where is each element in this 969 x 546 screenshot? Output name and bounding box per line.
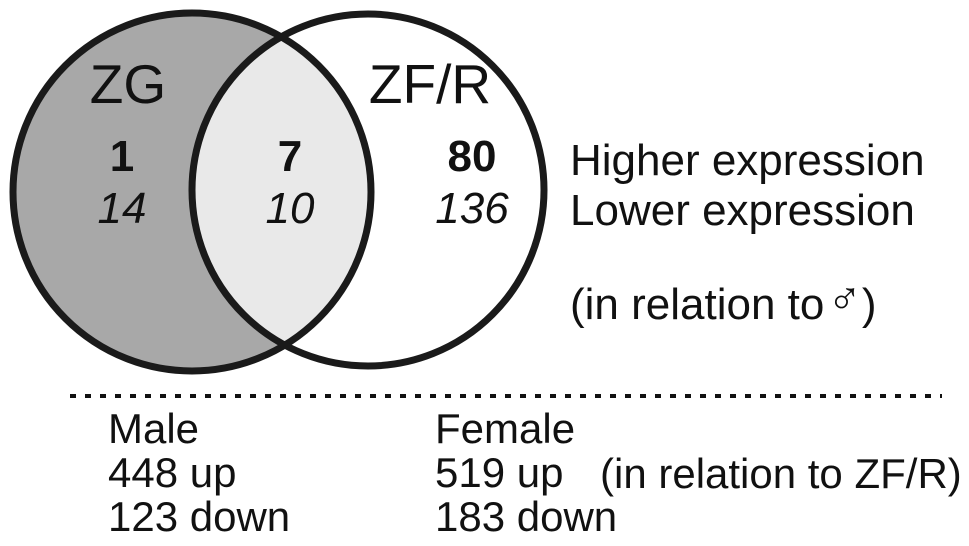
zg-only-counts: 1 14 xyxy=(98,131,147,235)
expression-legend: Higher expression Lower expression xyxy=(570,136,925,236)
zfr-circle-outline xyxy=(188,10,548,370)
relation-note-zfr: (in relation to ZF/R) xyxy=(600,450,962,497)
zg-set-label: ZG xyxy=(89,53,167,115)
relation-note-male: (in relation to♂) xyxy=(570,273,877,329)
zg-lower-count: 14 xyxy=(97,184,147,233)
male-symbol-icon: ♂ xyxy=(827,272,862,324)
zfr-only-counts: 80 136 xyxy=(435,131,508,235)
male-down-count: 123 down xyxy=(108,493,291,540)
zfr-set-label: ZF/R xyxy=(368,53,492,115)
female-down-count: 183 down xyxy=(435,493,618,540)
lower-expression-label: Lower expression xyxy=(570,186,915,235)
female-stats: Female 519 up 183 down xyxy=(435,407,617,539)
overlap-higher-count: 7 xyxy=(277,132,303,181)
male-up-count: 448 up xyxy=(108,449,237,496)
female-up-count: 519 up xyxy=(435,449,564,496)
venn-diagram xyxy=(9,9,548,375)
overlap-counts: 7 10 xyxy=(266,131,315,235)
male-title: Male xyxy=(108,405,200,452)
male-stats: Male 448 up 123 down xyxy=(108,407,290,539)
dotted-separator xyxy=(70,394,942,398)
zg-circle-outline xyxy=(9,9,375,375)
relation-note-suffix: ) xyxy=(861,280,877,329)
zfr-higher-count: 80 xyxy=(447,132,497,181)
female-title: Female xyxy=(435,405,576,452)
zg-higher-count: 1 xyxy=(109,132,135,181)
relation-note-prefix: (in relation to xyxy=(570,280,825,329)
higher-expression-label: Higher expression xyxy=(570,136,925,185)
zfr-lower-count: 136 xyxy=(435,184,509,233)
overlap-lower-count: 10 xyxy=(265,184,315,233)
